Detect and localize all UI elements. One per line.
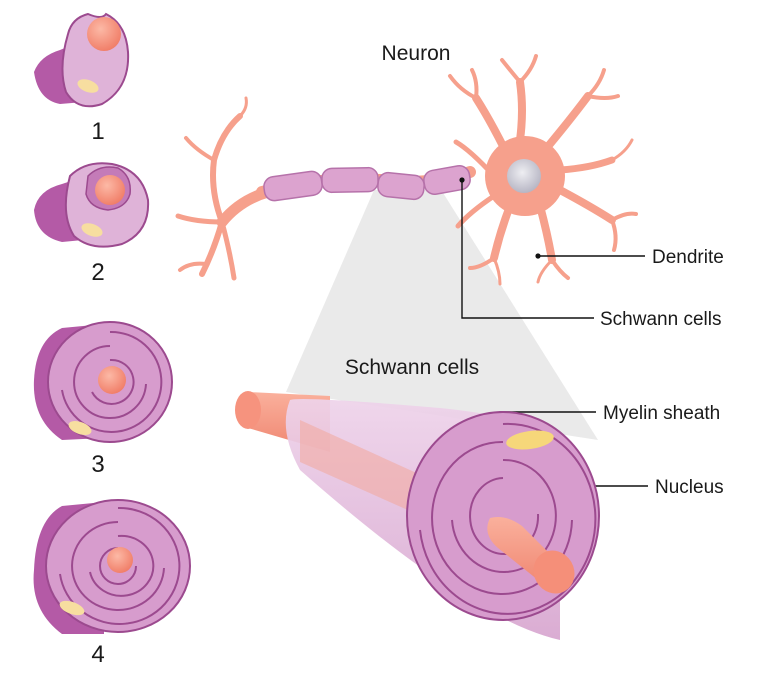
- cell-nucleus: [507, 159, 541, 193]
- neuron: [175, 54, 638, 286]
- stage-1: 1: [34, 12, 130, 145]
- label-myelin-sheath: Myelin sheath: [603, 403, 720, 424]
- sheath-face: [406, 411, 600, 621]
- label-schwann-cells: Schwann cells: [600, 309, 721, 330]
- label-nucleus: Nucleus: [655, 477, 724, 498]
- stage-2: 2: [34, 162, 150, 286]
- step-label-3: 3: [91, 451, 104, 478]
- label-dendrite: Dendrite: [652, 247, 724, 268]
- dendrites: [448, 54, 638, 286]
- schwann-segments: [263, 165, 471, 202]
- step-label-4: 4: [91, 641, 104, 668]
- axon-terminal: [175, 96, 274, 281]
- zoom-projection: [286, 188, 598, 440]
- myelinated-axon-detail: [235, 391, 600, 640]
- sheath-nucleus: [506, 430, 554, 450]
- schwann-title: Schwann cells: [345, 356, 479, 379]
- stage-3: 3: [33, 321, 173, 478]
- step-label-2: 2: [91, 259, 104, 286]
- neuron-title: Neuron: [382, 42, 451, 65]
- stage-4: 4: [33, 499, 191, 668]
- step-label-1: 1: [91, 118, 104, 145]
